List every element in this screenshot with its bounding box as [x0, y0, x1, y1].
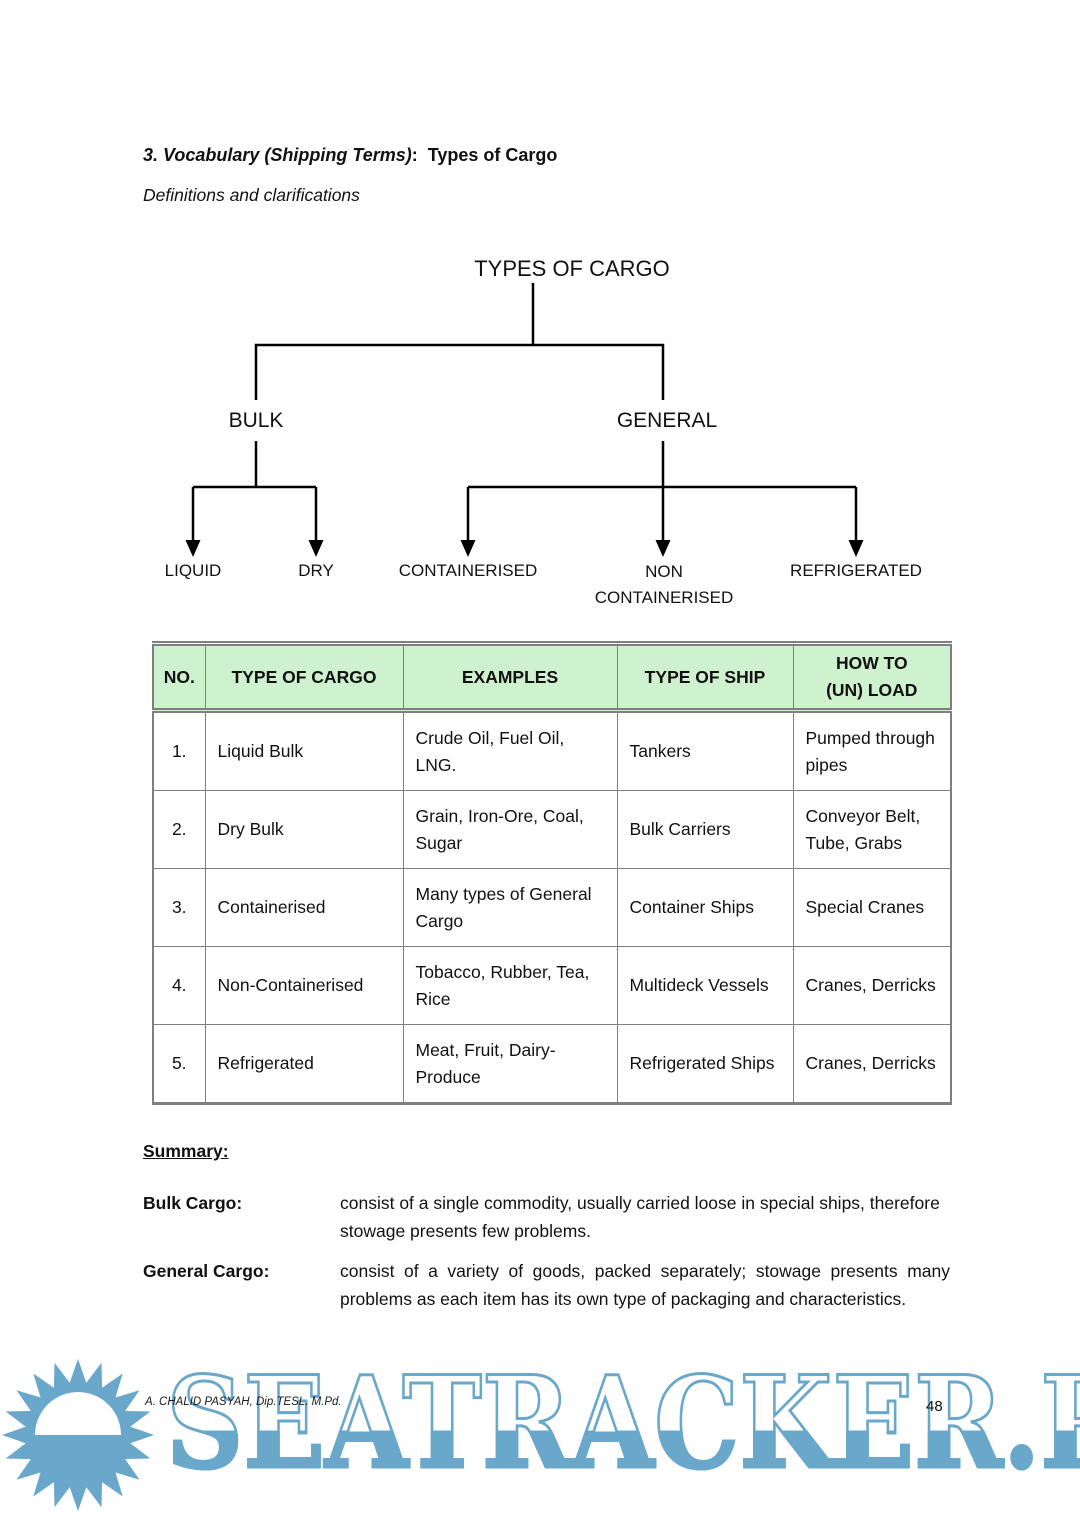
table-row: 5. Refrigerated Meat, Fruit, Dairy-Produ…	[152, 1024, 952, 1104]
cargo-tree-diagram: TYPES OF CARGO BULK GENERAL LIQUID DRY C…	[143, 245, 953, 620]
cell-ship: Multideck Vessels	[616, 946, 794, 1025]
cell-examples: Tobacco, Rubber, Tea, Rice	[402, 946, 618, 1025]
summary-section: Summary: Bulk Cargo: consist of a single…	[143, 1137, 950, 1313]
summary-heading: Summary:	[143, 1141, 229, 1161]
col-header-type: TYPE OF CARGO	[204, 641, 404, 713]
definition-line: consist of a variety of goods, packed se…	[340, 1261, 950, 1281]
cell-examples: Many types of General Cargo	[402, 868, 618, 947]
table-row: 2. Dry Bulk Grain, Iron-Ore, Coal, Sugar…	[152, 790, 952, 869]
cell-load: Conveyor Belt, Tube, Grabs	[792, 790, 952, 869]
summary-item-bulk: Bulk Cargo: consist of a single commodit…	[143, 1189, 950, 1245]
cell-type: Containerised	[204, 868, 404, 947]
col-header-load: HOW TO (UN) LOAD	[792, 641, 952, 713]
cell-examples: Crude Oil, Fuel Oil, LNG.	[402, 710, 618, 791]
title-italic-part: 3. Vocabulary (Shipping Terms)	[143, 145, 412, 165]
cell-no: 5.	[152, 1024, 206, 1104]
table-row: 3. Containerised Many types of General C…	[152, 868, 952, 947]
summary-item-general: General Cargo: consist of a variety of g…	[143, 1257, 950, 1313]
page-subtitle: Definitions and clarifications	[143, 185, 360, 205]
tree-leaf-liquid-label: LIQUID	[164, 561, 222, 580]
cell-load: Pumped through pipes	[792, 710, 952, 791]
col-header-no: NO.	[152, 641, 206, 713]
cell-examples: Grain, Iron-Ore, Coal, Sugar	[402, 790, 618, 869]
col-header-load-line2: (UN) LOAD	[826, 680, 918, 700]
cargo-table-wrapper: NO. TYPE OF CARGO EXAMPLES TYPE OF SHIP …	[152, 641, 952, 1105]
tree-branch-bulk-label: BULK	[228, 409, 284, 432]
cell-type: Dry Bulk	[204, 790, 404, 869]
page-title: 3. Vocabulary (Shipping Terms): Types of…	[143, 145, 557, 166]
title-regular-part: : Types of Cargo	[411, 145, 558, 165]
cell-load: Cranes, Derricks	[792, 946, 952, 1025]
cell-ship: Container Ships	[616, 868, 794, 947]
tree-leaf-dry-label: DRY	[298, 561, 334, 580]
cell-type: Liquid Bulk	[204, 710, 404, 791]
cell-ship: Bulk Carriers	[616, 790, 794, 869]
col-header-examples: EXAMPLES	[402, 641, 618, 713]
cell-load: Cranes, Derricks	[792, 1024, 952, 1104]
summary-definition: consist of a variety of goods, packed se…	[340, 1257, 950, 1313]
cell-no: 3.	[152, 868, 206, 947]
tree-leaf-refrigerated-label: REFRIGERATED	[790, 561, 922, 580]
summary-term: General Cargo:	[143, 1261, 270, 1281]
tree-leaf-non-containerised-label: NON CONTAINERISED	[594, 562, 734, 607]
definition-line: problems as each item has its own type o…	[340, 1289, 907, 1309]
cell-ship: Tankers	[616, 710, 794, 791]
cell-examples: Meat, Fruit, Dairy-Produce	[402, 1024, 618, 1104]
tree-branch-general-label: GENERAL	[616, 409, 718, 432]
summary-term: Bulk Cargo:	[143, 1193, 243, 1213]
table-header-row: NO. TYPE OF CARGO EXAMPLES TYPE OF SHIP …	[152, 641, 952, 713]
table-row: 1. Liquid Bulk Crude Oil, Fuel Oil, LNG.…	[152, 710, 952, 791]
watermark-text: SEATRACKER.RU	[165, 1359, 1080, 1488]
table-row: 4. Non-Containerised Tobacco, Rubber, Te…	[152, 946, 952, 1025]
summary-definition: consist of a single commodity, usually c…	[340, 1189, 950, 1245]
sun-dome	[35, 1392, 121, 1435]
footer-credit: A. CHALID PASYAH, Dip.TESL. M.Pd.	[145, 1396, 342, 1408]
definition-line: stowage presents few problems.	[340, 1221, 591, 1241]
cell-no: 2.	[152, 790, 206, 869]
cell-type: Non-Containerised	[204, 946, 404, 1025]
tree-leaf-containerised-label: CONTAINERISED	[398, 561, 538, 580]
watermark: SEATRACKER.RU	[0, 1340, 1080, 1515]
tree-root-label: TYPES OF CARGO	[474, 256, 670, 281]
col-header-ship: TYPE OF SHIP	[616, 641, 794, 713]
cell-load: Special Cranes	[792, 868, 952, 947]
cell-type: Refrigerated	[204, 1024, 404, 1104]
tree-lines	[185, 283, 864, 557]
definition-line: consist of a single commodity, usually c…	[340, 1193, 940, 1213]
cell-no: 1.	[152, 710, 206, 791]
page-number: 48	[926, 1398, 943, 1415]
cell-ship: Refrigerated Ships	[616, 1024, 794, 1104]
cell-no: 4.	[152, 946, 206, 1025]
col-header-load-line1: HOW TO	[835, 653, 908, 673]
sun-logo-icon	[2, 1359, 154, 1511]
cargo-table: NO. TYPE OF CARGO EXAMPLES TYPE OF SHIP …	[152, 641, 952, 1105]
